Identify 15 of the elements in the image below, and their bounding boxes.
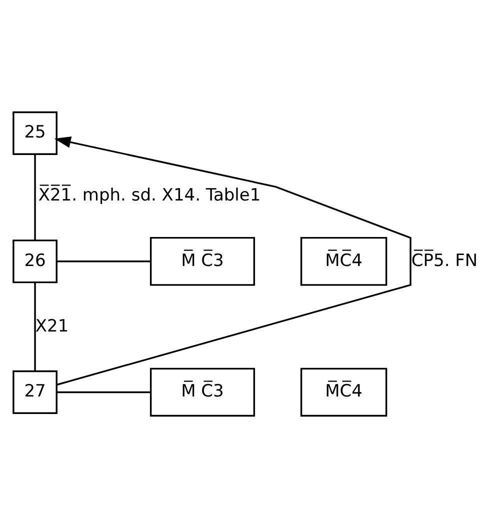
node-box: 26 — [12, 240, 58, 284]
node-box: M̅C̅4 — [300, 236, 388, 286]
connector — [34, 282, 36, 372]
node-box: M̅C̅4 — [300, 368, 388, 417]
node-box: M̅ C̅3 — [150, 368, 256, 417]
node-box: 27 — [12, 370, 58, 414]
edge-label: C̅P̅5. FN — [411, 250, 478, 271]
arrow — [54, 136, 412, 386]
connector — [57, 391, 151, 394]
node-box: 25 — [12, 111, 58, 155]
edge-label: X̅2̅1̅. mph. sd. X14. Table1 — [38, 185, 261, 206]
connector — [34, 154, 36, 240]
edge-label: X21 — [35, 316, 69, 336]
connector — [57, 260, 151, 262]
node-box: M̅ C̅3 — [150, 236, 256, 286]
